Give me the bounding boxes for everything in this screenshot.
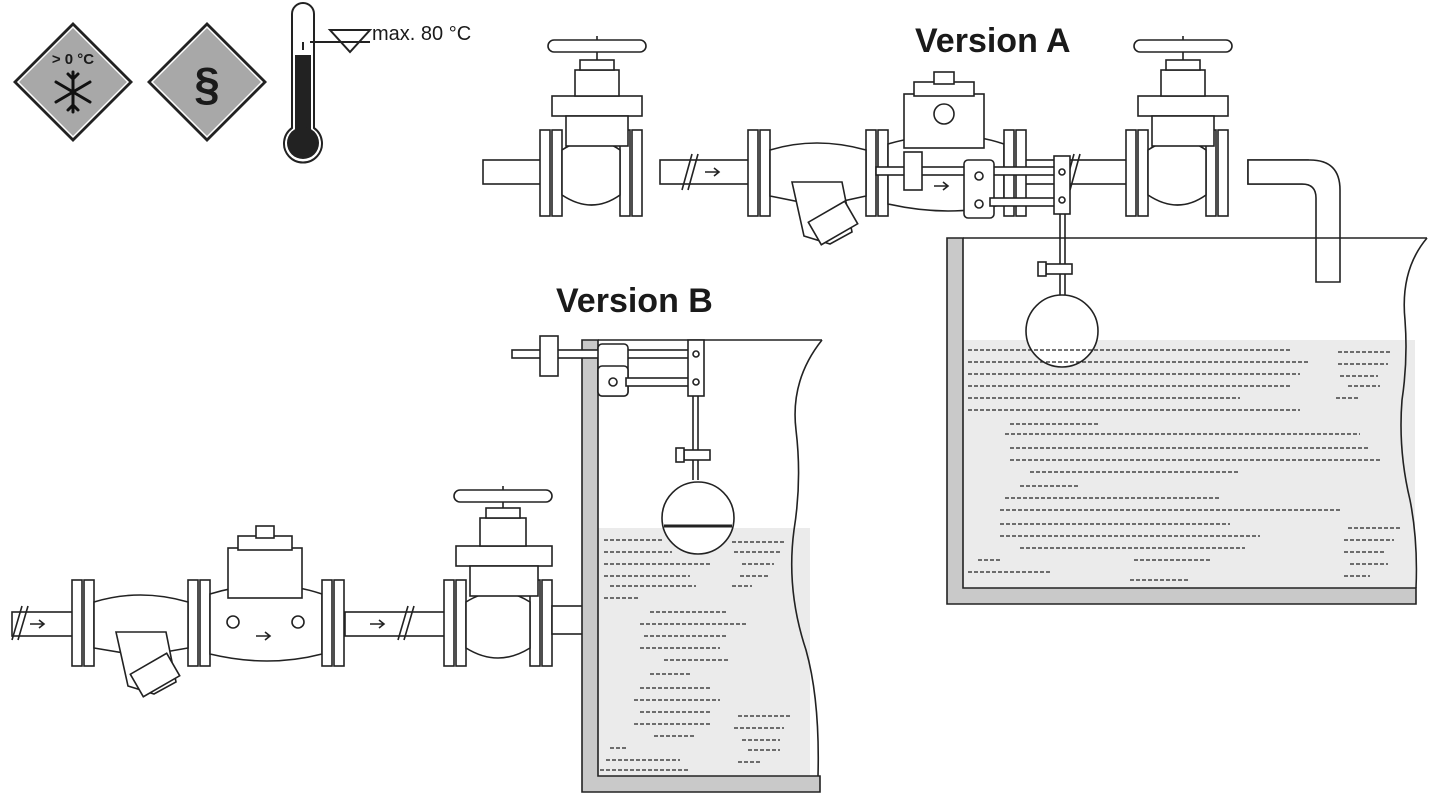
version-b-pipeline: [11, 486, 619, 698]
paragraph-icon: §: [194, 58, 220, 110]
version-a-label: Version A: [915, 22, 1071, 60]
thermometer-icon: [283, 2, 373, 164]
frost-sign-text: > 0 °C: [52, 51, 94, 68]
version-b-tank: [511, 335, 823, 793]
regulation-sign: §: [147, 22, 267, 142]
max-temperature-label: max. 80 °C: [372, 23, 471, 45]
version-a-pipeline: [482, 36, 1341, 283]
frost-warning-sign: > 0 °C: [13, 22, 133, 142]
version-b-label: Version B: [556, 282, 713, 320]
snowflake-icon: [54, 70, 92, 114]
version-a-tank: [946, 214, 1428, 605]
